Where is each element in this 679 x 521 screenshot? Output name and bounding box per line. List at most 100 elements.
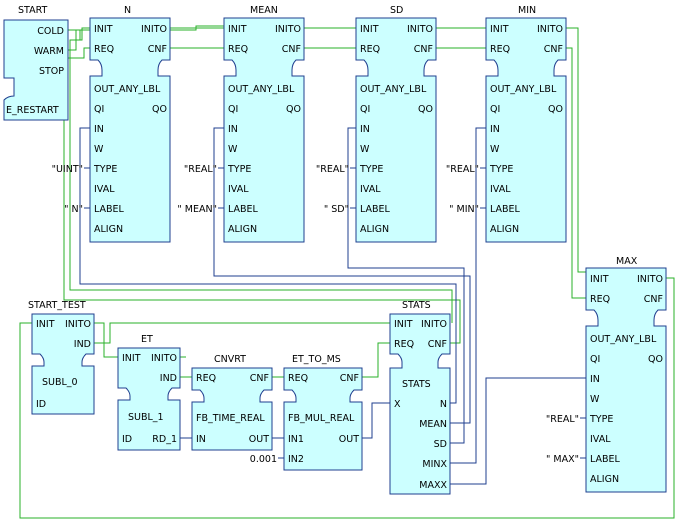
port-sd-align[interactable]: ALIGN bbox=[360, 224, 389, 235]
fb-max[interactable]: MAX INIT INITO REQ CNF OUT_ANY_LBL QI QO… bbox=[546, 256, 667, 493]
port-max-ival[interactable]: IVAL bbox=[590, 434, 611, 445]
port-sd-type[interactable]: TYPE bbox=[359, 164, 383, 175]
port-et-inito[interactable]: INITO bbox=[151, 353, 177, 364]
port-min-type[interactable]: TYPE bbox=[489, 164, 513, 175]
port-stats-cnf[interactable]: CNF bbox=[428, 339, 447, 350]
port-cnvrt-in[interactable]: IN bbox=[196, 434, 206, 445]
port-max-label[interactable]: LABEL bbox=[590, 454, 621, 465]
port-stats-inito[interactable]: INITO bbox=[421, 319, 447, 330]
port-et-ind[interactable]: IND bbox=[160, 373, 177, 384]
fb-et[interactable]: ET INIT INITO IND SUBL_1 ID RD_1 bbox=[117, 334, 181, 451]
port-n-init[interactable]: INIT bbox=[94, 24, 113, 35]
port-max-init[interactable]: INIT bbox=[590, 274, 609, 285]
port-sd-req[interactable]: REQ bbox=[360, 44, 380, 55]
port-stats-n[interactable]: N bbox=[440, 399, 447, 410]
port-max-inito[interactable]: INITO bbox=[637, 274, 663, 285]
port-mean-ival[interactable]: IVAL bbox=[228, 184, 249, 195]
port-start-test-ind[interactable]: IND bbox=[74, 339, 91, 350]
port-max-w[interactable]: W bbox=[590, 394, 600, 405]
port-stats-init[interactable]: INIT bbox=[394, 319, 413, 330]
port-et-to-ms-req[interactable]: REQ bbox=[288, 373, 308, 384]
port-et-to-ms-in2[interactable]: IN2 bbox=[288, 454, 304, 465]
port-stats-minx[interactable]: MINX bbox=[422, 459, 447, 470]
port-sd-qi[interactable]: QI bbox=[360, 104, 370, 115]
port-max-qi[interactable]: QI bbox=[590, 354, 600, 365]
port-min-label[interactable]: LABEL bbox=[490, 204, 521, 215]
port-max-in[interactable]: IN bbox=[590, 374, 600, 385]
port-n-req[interactable]: REQ bbox=[94, 44, 114, 55]
port-n-align[interactable]: ALIGN bbox=[94, 224, 123, 235]
port-et-rd1[interactable]: RD_1 bbox=[152, 434, 177, 445]
port-stop[interactable]: STOP bbox=[39, 66, 64, 77]
port-mean-init[interactable]: INIT bbox=[228, 24, 247, 35]
port-sd-cnf[interactable]: CNF bbox=[414, 44, 433, 55]
port-start-test-id[interactable]: ID bbox=[36, 399, 46, 410]
port-start-test-init[interactable]: INIT bbox=[36, 319, 55, 330]
port-et-to-ms-in1[interactable]: IN1 bbox=[288, 434, 304, 445]
port-sd-init[interactable]: INIT bbox=[360, 24, 379, 35]
port-stats-x[interactable]: X bbox=[394, 399, 401, 410]
port-min-align[interactable]: ALIGN bbox=[490, 224, 519, 235]
port-n-qi[interactable]: QI bbox=[94, 104, 104, 115]
port-mean-type[interactable]: TYPE bbox=[227, 164, 251, 175]
port-max-qo[interactable]: QO bbox=[648, 354, 663, 365]
port-max-req[interactable]: REQ bbox=[590, 294, 610, 305]
port-mean-inito[interactable]: INITO bbox=[275, 24, 301, 35]
port-n-inito[interactable]: INITO bbox=[141, 24, 167, 35]
port-min-ival[interactable]: IVAL bbox=[490, 184, 511, 195]
port-min-init[interactable]: INIT bbox=[490, 24, 509, 35]
fb-mean[interactable]: MEAN INIT INITO REQ CNF OUT_ANY_LBL QI Q… bbox=[177, 5, 305, 243]
port-min-cnf[interactable]: CNF bbox=[544, 44, 563, 55]
port-min-inito[interactable]: INITO bbox=[537, 24, 563, 35]
port-stats-sd[interactable]: SD bbox=[434, 439, 447, 450]
port-stats-maxx[interactable]: MAXX bbox=[419, 480, 447, 491]
port-min-w[interactable]: W bbox=[490, 144, 500, 155]
port-max-cnf[interactable]: CNF bbox=[644, 294, 663, 305]
port-et-id[interactable]: ID bbox=[122, 434, 132, 445]
port-n-w[interactable]: W bbox=[94, 144, 104, 155]
port-mean-in[interactable]: IN bbox=[228, 124, 238, 135]
port-mean-req[interactable]: REQ bbox=[228, 44, 248, 55]
port-cold[interactable]: COLD bbox=[37, 26, 64, 37]
port-start-test-inito[interactable]: INITO bbox=[65, 319, 91, 330]
port-sd-in[interactable]: IN bbox=[360, 124, 370, 135]
port-n-qo[interactable]: QO bbox=[152, 104, 167, 115]
port-et-init[interactable]: INIT bbox=[122, 353, 141, 364]
port-sd-w[interactable]: W bbox=[360, 144, 370, 155]
port-mean-qo[interactable]: QO bbox=[286, 104, 301, 115]
port-sd-ival[interactable]: IVAL bbox=[360, 184, 381, 195]
port-mean-qi[interactable]: QI bbox=[228, 104, 238, 115]
port-stats-req[interactable]: REQ bbox=[394, 339, 414, 350]
fb-start-test[interactable]: START_TEST INIT INITO IND SUBL_0 ID bbox=[28, 300, 95, 415]
port-n-type[interactable]: TYPE bbox=[93, 164, 117, 175]
port-max-align[interactable]: ALIGN bbox=[590, 474, 619, 485]
fb-sd[interactable]: SD INIT INITO REQ CNF OUT_ANY_LBL QI QO … bbox=[316, 5, 437, 243]
port-et-to-ms-cnf[interactable]: CNF bbox=[340, 373, 359, 384]
port-cnvrt-req[interactable]: REQ bbox=[196, 373, 216, 384]
port-n-cnf[interactable]: CNF bbox=[148, 44, 167, 55]
port-max-type[interactable]: TYPE bbox=[589, 414, 613, 425]
fb-cnvrt[interactable]: CNVRT REQ CNF FB_TIME_REAL IN OUT bbox=[191, 354, 273, 451]
port-mean-label[interactable]: LABEL bbox=[228, 204, 259, 215]
port-sd-label[interactable]: LABEL bbox=[360, 204, 391, 215]
port-mean-align[interactable]: ALIGN bbox=[228, 224, 257, 235]
port-warm[interactable]: WARM bbox=[34, 46, 64, 57]
port-cnvrt-out[interactable]: OUT bbox=[249, 434, 269, 445]
port-min-qi[interactable]: QI bbox=[490, 104, 500, 115]
port-min-qo[interactable]: QO bbox=[548, 104, 563, 115]
fb-min[interactable]: MIN INIT INITO REQ CNF OUT_ANY_LBL QI QO… bbox=[446, 5, 567, 243]
port-min-req[interactable]: REQ bbox=[490, 44, 510, 55]
port-n-ival[interactable]: IVAL bbox=[94, 184, 115, 195]
port-min-in[interactable]: IN bbox=[490, 124, 500, 135]
port-cnvrt-cnf[interactable]: CNF bbox=[250, 373, 269, 384]
port-mean-w[interactable]: W bbox=[228, 144, 238, 155]
port-sd-inito[interactable]: INITO bbox=[407, 24, 433, 35]
port-mean-cnf[interactable]: CNF bbox=[282, 44, 301, 55]
fb-start[interactable]: START COLD WARM STOP E_RESTART bbox=[3, 5, 69, 121]
port-n-in[interactable]: IN bbox=[94, 124, 104, 135]
port-n-label[interactable]: LABEL bbox=[94, 204, 125, 215]
fb-et-to-ms[interactable]: ET_TO_MS REQ CNF FB_MUL_REAL IN1 OUT IN2… bbox=[250, 354, 363, 471]
fb-stats[interactable]: STATS INIT INITO REQ CNF STATS X N MEAN … bbox=[389, 300, 451, 495]
fb-n[interactable]: N INIT INITO REQ CNF OUT_ANY_LBL QI QO I… bbox=[52, 5, 171, 243]
port-et-to-ms-out[interactable]: OUT bbox=[339, 434, 359, 445]
